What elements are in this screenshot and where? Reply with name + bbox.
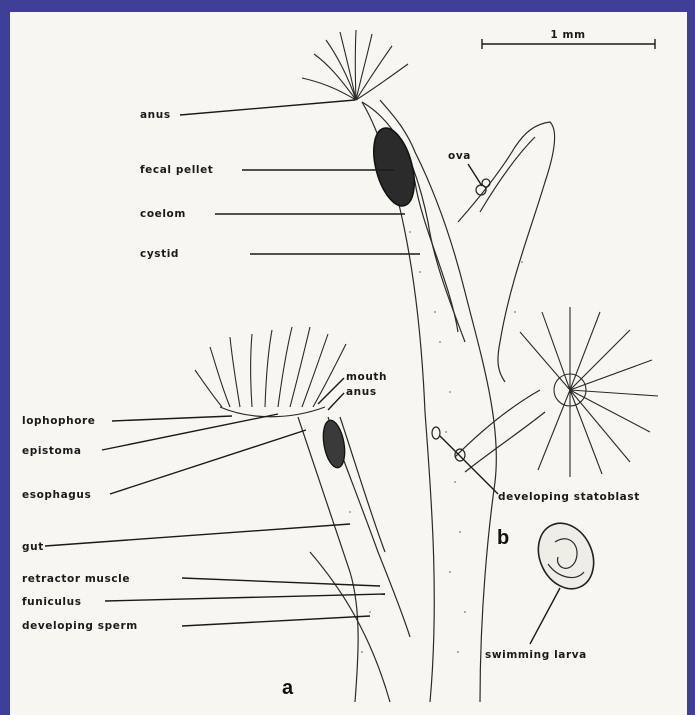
labels: anus fecal pellet coelom cystid ova mout… <box>22 100 640 661</box>
bryozoan-anatomy-diagram: 1 mm anus fecal pellet coelom cystid ova… <box>10 12 687 715</box>
label-gut: gut <box>22 541 44 553</box>
figure-frame: 1 mm anus fecal pellet coelom cystid ova… <box>10 12 687 715</box>
top-lophophore-tentacles <box>302 30 408 100</box>
label-retractor-muscle: retractor muscle <box>22 573 130 585</box>
panel-label-b: b <box>497 527 509 549</box>
fecal-pellet-shape <box>366 124 421 211</box>
label-cystid: cystid <box>140 248 179 260</box>
label-lophophore: lophophore <box>22 415 96 427</box>
label-developing-statoblast: developing statoblast <box>498 491 640 503</box>
label-coelom: coelom <box>140 208 186 220</box>
scale-bar: 1 mm <box>482 29 655 49</box>
panel-label-a: a <box>282 677 294 699</box>
label-fecal-pellet: fecal pellet <box>140 164 213 176</box>
label-developing-sperm: developing sperm <box>22 620 138 632</box>
label-anus-lower: anus <box>346 386 377 398</box>
scale-bar-label: 1 mm <box>550 29 585 41</box>
stipple <box>349 231 523 653</box>
label-epistome: epistoma <box>22 445 82 457</box>
label-ova: ova <box>448 150 471 162</box>
label-mouth: mouth <box>346 371 387 383</box>
label-esophagus: esophagus <box>22 489 91 501</box>
label-anus-top: anus <box>140 109 171 121</box>
lower-lophophore-tentacles <box>195 327 346 417</box>
swimming-larva-drawing <box>528 514 604 598</box>
label-funiculus: funiculus <box>22 596 82 608</box>
label-swimming-larva: swimming larva <box>485 649 587 661</box>
right-lophophore-tentacles <box>520 307 658 477</box>
